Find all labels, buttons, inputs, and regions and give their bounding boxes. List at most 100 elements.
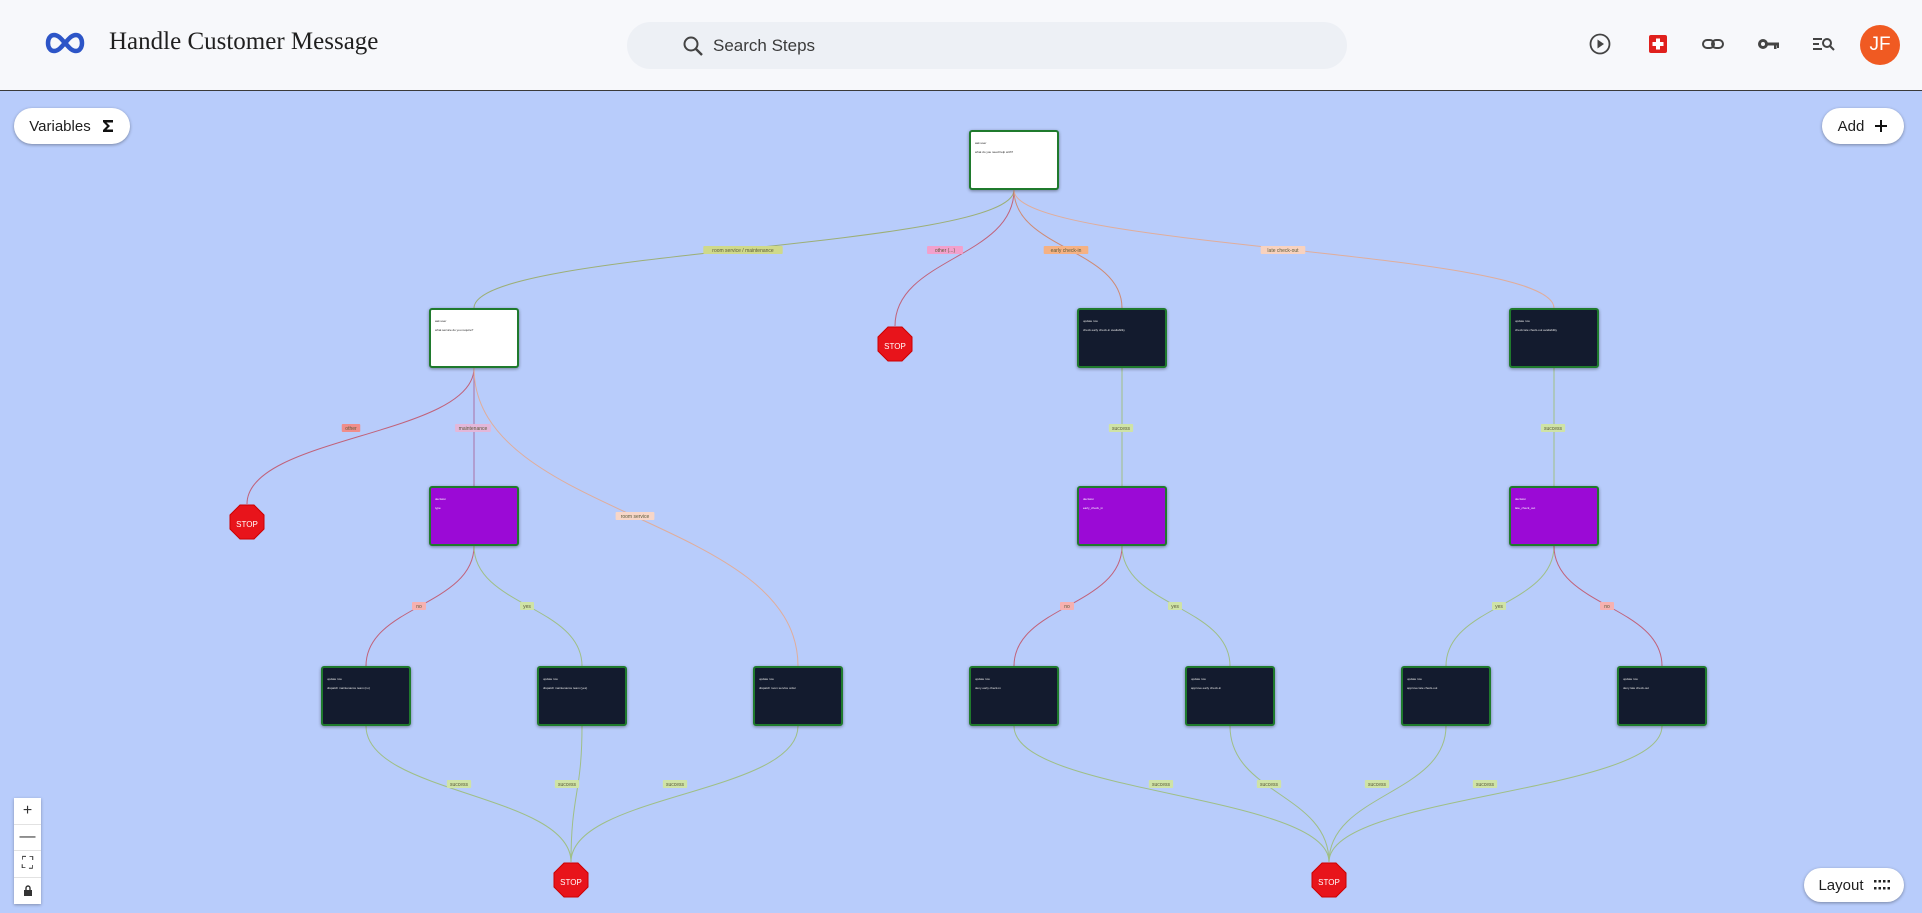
medical-cross-icon[interactable] <box>1645 31 1671 57</box>
node-body: dispatch room service order <box>759 686 797 690</box>
grid-dots-icon <box>1873 880 1890 890</box>
flow-node[interactable]: update row deny early check-in <box>969 666 1059 726</box>
flow-edge[interactable] <box>1328 725 1663 863</box>
node-toolbar[interactable] <box>431 488 517 495</box>
node-toolbar[interactable] <box>323 668 409 675</box>
search-list-icon[interactable] <box>1810 31 1836 57</box>
stop-node[interactable]: STOP <box>553 862 589 898</box>
flow-edge[interactable] <box>570 725 799 863</box>
edge-label: early check-in <box>1043 246 1089 254</box>
node-toolbar[interactable] <box>1079 310 1165 317</box>
node-title: update row <box>759 677 774 681</box>
plus-icon <box>1875 120 1888 132</box>
flow-edge[interactable] <box>1013 725 1330 863</box>
node-toolbar[interactable] <box>755 668 841 675</box>
svg-text:no: no <box>1604 604 1610 610</box>
edge-label: yes <box>1492 602 1506 610</box>
stop-node[interactable]: STOP <box>229 504 265 540</box>
edge-label: other (...) <box>927 246 963 254</box>
flow-edge[interactable] <box>1328 725 1447 863</box>
flow-node[interactable]: update row dispatch room service order <box>753 666 843 726</box>
play-icon[interactable] <box>1587 31 1613 57</box>
zoom-controls: + — ⛶ <box>14 798 41 904</box>
page-title: Handle Customer Message <box>109 28 379 55</box>
flow-canvas[interactable]: room service / maintenance other (...) ear… <box>0 92 1922 913</box>
svg-text:room service: room service <box>621 514 650 520</box>
link-icon[interactable] <box>1700 31 1726 57</box>
lock-icon[interactable] <box>14 878 41 905</box>
infinity-icon[interactable] <box>42 30 88 56</box>
svg-text:success: success <box>1152 782 1171 788</box>
node-body: deny early check-in <box>975 686 1001 690</box>
layout-button[interactable]: Layout <box>1804 868 1904 902</box>
fit-view-icon[interactable]: ⛶ <box>14 851 41 878</box>
edge-label: room service / maintenance <box>703 246 783 254</box>
stop-node[interactable]: STOP <box>1311 862 1347 898</box>
node-body: dispatch maintenance team (yes) <box>543 686 588 690</box>
key-icon[interactable] <box>1755 31 1781 57</box>
variables-button[interactable]: Variables <box>14 108 130 144</box>
variables-label: Variables <box>29 117 91 135</box>
node-toolbar[interactable] <box>1511 488 1597 495</box>
svg-text:early check-in: early check-in <box>1051 248 1082 254</box>
edge-layer: room service / maintenance other (...) ear… <box>246 189 1663 863</box>
flow-edge[interactable] <box>365 725 572 863</box>
node-toolbar[interactable] <box>539 668 625 675</box>
node-title: update row <box>1623 677 1638 681</box>
zoom-in-icon[interactable]: + <box>14 798 41 825</box>
svg-text:late check-out: late check-out <box>1267 248 1299 254</box>
avatar[interactable]: JF <box>1860 25 1900 65</box>
edge-label: success <box>662 780 688 788</box>
node-toolbar[interactable] <box>1511 310 1597 317</box>
stop-label: STOP <box>884 342 906 351</box>
edge-label: success <box>1364 780 1390 788</box>
svg-text:success: success <box>666 782 685 788</box>
svg-text:success: success <box>1476 782 1495 788</box>
flow-edge[interactable] <box>246 367 475 505</box>
edge-label: success <box>1108 424 1134 432</box>
stop-node[interactable]: STOP <box>877 326 913 362</box>
node-toolbar[interactable] <box>971 132 1057 139</box>
node-body: check early check-in availability <box>1083 328 1125 332</box>
node-toolbar[interactable] <box>971 668 1057 675</box>
node-title: ask user <box>435 319 447 323</box>
node-title: decision <box>1515 497 1527 501</box>
zoom-out-icon[interactable]: — <box>14 825 41 851</box>
svg-text:room service / maintenance: room service / maintenance <box>712 248 774 254</box>
svg-text:success: success <box>1112 426 1131 432</box>
node-toolbar[interactable] <box>1187 668 1273 675</box>
svg-text:no: no <box>416 604 422 610</box>
flow-edge[interactable] <box>570 725 583 863</box>
edge-label: no <box>412 602 426 610</box>
edge-label: success <box>1148 780 1174 788</box>
svg-text:success: success <box>558 782 577 788</box>
add-button[interactable]: Add <box>1822 108 1904 144</box>
node-toolbar[interactable] <box>1403 668 1489 675</box>
flow-edge[interactable] <box>1229 725 1330 863</box>
svg-text:other (...): other (...) <box>935 248 956 254</box>
flow-edge[interactable] <box>894 189 1015 327</box>
node-title: update row <box>975 677 990 681</box>
search-input[interactable] <box>713 22 1313 69</box>
search-bar[interactable] <box>627 22 1347 69</box>
svg-text:yes: yes <box>1495 604 1503 610</box>
node-toolbar[interactable] <box>1619 668 1705 675</box>
svg-text:maintenance: maintenance <box>459 426 488 432</box>
node-toolbar[interactable] <box>1079 488 1165 495</box>
search-icon <box>683 36 703 56</box>
edge-label: maintenance <box>455 424 491 432</box>
node-toolbar[interactable] <box>431 310 517 317</box>
svg-text:success: success <box>450 782 469 788</box>
